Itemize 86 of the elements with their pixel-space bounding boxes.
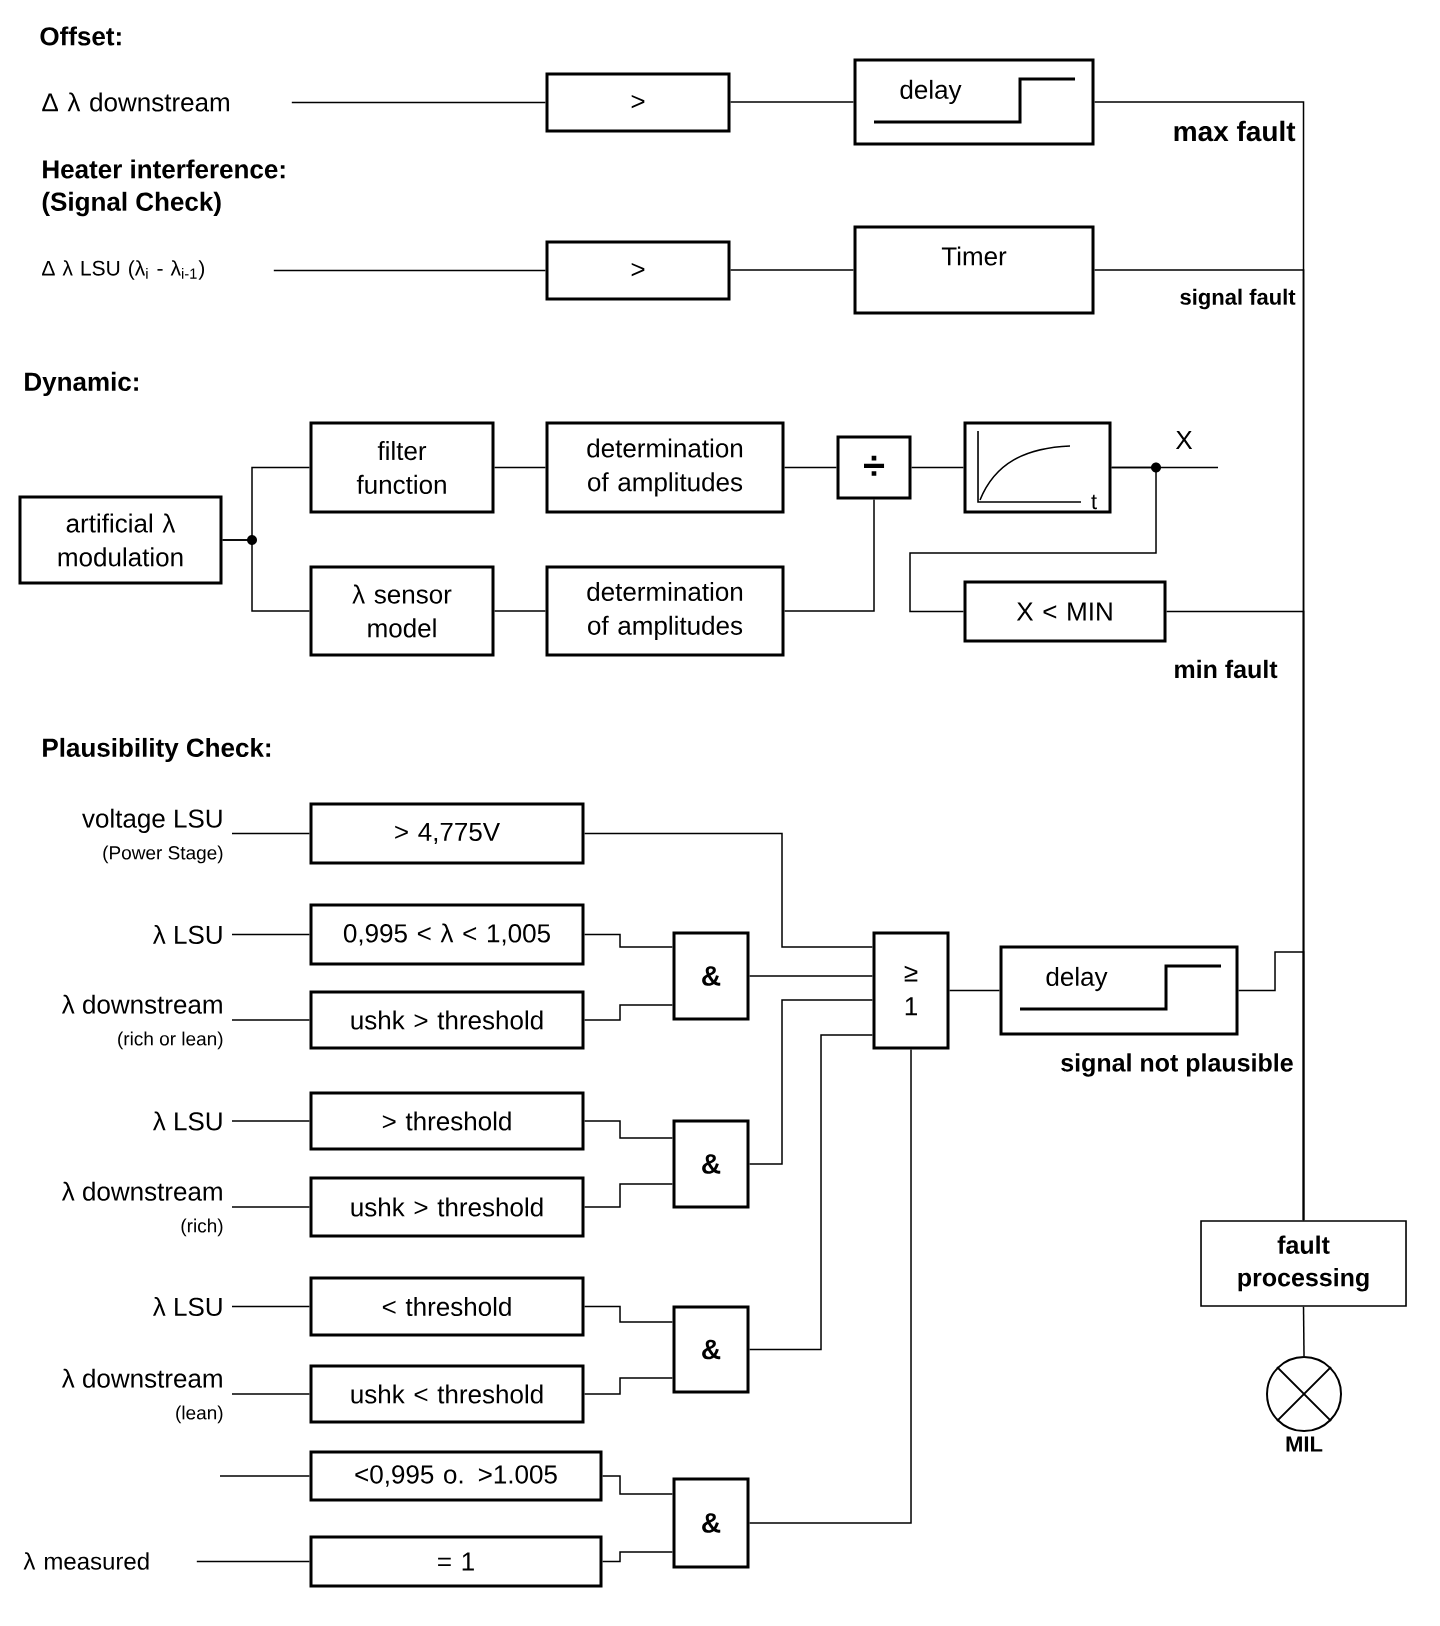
response-block: t bbox=[963, 421, 1112, 514]
and-gate: & bbox=[672, 1305, 750, 1394]
comparator-block: ushk < threshold bbox=[309, 1364, 585, 1424]
and-gate: & bbox=[672, 1477, 750, 1569]
section-heading: Plausibility Check: bbox=[43, 737, 271, 763]
signal-line bbox=[601, 1475, 674, 1495]
section-heading: (Signal Check) bbox=[42, 191, 221, 217]
signal-line bbox=[729, 101, 855, 103]
comparator-block: 0,995 < λ < 1,005 bbox=[309, 903, 585, 966]
comparator-block: > bbox=[545, 72, 731, 133]
signal-line bbox=[231, 1120, 311, 1122]
signal-line bbox=[291, 101, 547, 104]
signal-label: λ measured bbox=[23, 1552, 149, 1570]
signal-line bbox=[748, 1034, 874, 1351]
or-gate: ≥ 1 bbox=[872, 931, 950, 1050]
signal-line bbox=[601, 1551, 674, 1563]
timer-block: Timer bbox=[853, 225, 1095, 315]
comparator-block: > threshold bbox=[309, 1091, 585, 1151]
signal-line bbox=[729, 269, 855, 271]
lamp-label: MIL bbox=[1286, 1436, 1323, 1452]
function-block: artificial λ modulation bbox=[18, 495, 223, 585]
signal-line bbox=[948, 989, 1001, 992]
signal-label: λ LSU bbox=[153, 1111, 222, 1131]
signal-line bbox=[583, 832, 874, 948]
signal-line bbox=[910, 466, 965, 469]
edge-label: min fault bbox=[1175, 659, 1278, 679]
comparator-block: = 1 bbox=[309, 1535, 603, 1588]
signal-line bbox=[583, 1004, 674, 1021]
signal-line bbox=[219, 1475, 311, 1477]
process-box: fault processing bbox=[1200, 1220, 1407, 1307]
signal-line bbox=[273, 269, 547, 272]
signal-label: λ downstream (lean) bbox=[61, 1368, 223, 1424]
section-heading: Offset: bbox=[40, 26, 121, 46]
and-gate: & bbox=[672, 931, 750, 1021]
delay-block: delay bbox=[853, 58, 1095, 146]
signal-line bbox=[583, 1305, 674, 1323]
comparator-block: ushk > threshold bbox=[309, 1176, 585, 1238]
signal-label: voltage LSU (Power Stage) bbox=[82, 808, 223, 864]
edge-label: signal fault bbox=[1180, 288, 1296, 310]
edge-label: signal not plausible bbox=[1061, 1053, 1293, 1077]
comparator-block: > 4,775V bbox=[309, 802, 585, 865]
comparator-block: ushk > threshold bbox=[309, 990, 585, 1050]
section-heading: Dynamic: bbox=[25, 371, 138, 397]
comparator-block: < threshold bbox=[309, 1276, 585, 1337]
signal-line bbox=[783, 498, 875, 612]
signal-line bbox=[221, 539, 311, 612]
signal-label: λ LSU bbox=[153, 1296, 222, 1317]
signal-line bbox=[1237, 951, 1305, 1221]
function-block: λ sensor model bbox=[309, 565, 495, 657]
signal-line bbox=[748, 999, 874, 1165]
signal-line bbox=[231, 1393, 311, 1395]
edge-label: max fault bbox=[1174, 120, 1296, 142]
signal-line bbox=[231, 832, 311, 835]
signal-label: λ downstream (rich or lean) bbox=[61, 994, 223, 1050]
signal-line bbox=[583, 1183, 674, 1208]
signal-line bbox=[583, 1120, 674, 1139]
comparator-block: > bbox=[545, 240, 731, 301]
function-block: determination of amplitudes bbox=[545, 421, 785, 514]
edge-label: X bbox=[1175, 431, 1193, 449]
signal-line bbox=[231, 1206, 311, 1208]
divider-block: ÷ bbox=[836, 435, 912, 500]
and-gate: & bbox=[672, 1119, 750, 1209]
signal-line bbox=[583, 1377, 674, 1395]
signal-line bbox=[909, 466, 1157, 613]
signal-line bbox=[748, 975, 874, 977]
signal-line bbox=[493, 466, 547, 469]
signal-line bbox=[231, 933, 311, 936]
comparator-block: <0,995 o. >1.005 bbox=[309, 1450, 603, 1502]
signal-line bbox=[231, 1305, 311, 1308]
signal-label: Δ λ LSU (λ$_{i}$ - λ$_{i-1}$) bbox=[42, 260, 205, 280]
signal-line bbox=[748, 1048, 912, 1524]
signal-label: λ downstream (rich) bbox=[61, 1181, 223, 1237]
delay-block: delay bbox=[999, 945, 1239, 1036]
signal-line bbox=[231, 1019, 311, 1021]
function-block: filter function bbox=[309, 421, 495, 514]
signal-label: λ LSU bbox=[153, 924, 222, 945]
comparator-block: X < MIN bbox=[963, 580, 1167, 643]
section-heading: Heater interference: bbox=[43, 159, 285, 179]
signal-line bbox=[1302, 1306, 1305, 1357]
lamp-symbol bbox=[1266, 1356, 1342, 1432]
signal-line bbox=[493, 610, 547, 612]
function-block: determination of amplitudes bbox=[545, 565, 785, 657]
signal-line bbox=[196, 1560, 311, 1563]
signal-label: Δ λ downstream bbox=[42, 92, 229, 112]
signal-line bbox=[783, 466, 838, 469]
signal-line bbox=[583, 933, 674, 948]
